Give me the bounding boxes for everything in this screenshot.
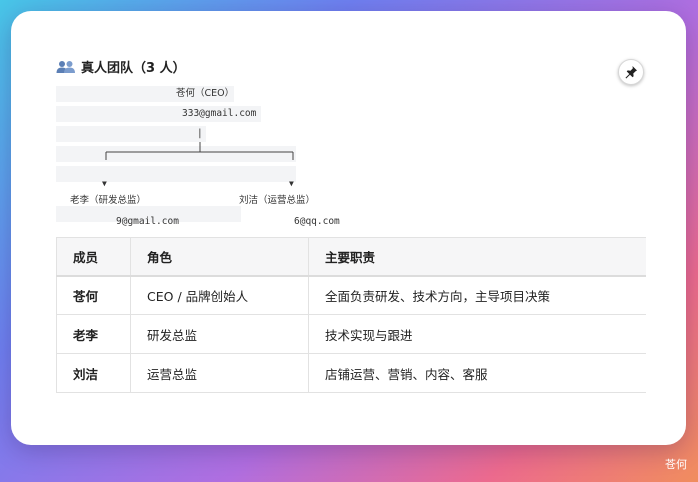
column-header-member: 成员	[56, 237, 131, 277]
org-connector: |	[197, 128, 203, 139]
section-heading: 真人团队（3 人）	[56, 57, 186, 76]
author-watermark: 苍何	[665, 459, 687, 471]
code-line	[56, 86, 234, 102]
section-title: 真人团队（3 人）	[81, 61, 186, 76]
org-root-email: 333@gmail.com	[182, 108, 257, 119]
column-header-duties: 主要职责	[308, 237, 646, 277]
org-branch-lines	[105, 142, 294, 160]
org-right-label: 刘洁（运营总监）	[239, 195, 316, 206]
member-role: 研发总监	[130, 314, 309, 354]
member-duties: 店铺运营、营销、内容、客服	[308, 353, 646, 393]
code-line	[56, 126, 206, 142]
code-line	[56, 206, 241, 222]
org-chart: 苍何（CEO） 333@gmail.com | ▼ ▼ 老李（研发总监） 刘洁（…	[56, 86, 356, 227]
pushpin-icon	[624, 65, 638, 79]
table-header-row: 成员 角色 主要职责	[56, 237, 646, 277]
pin-button[interactable]	[618, 59, 644, 85]
org-left-label: 老李（研发总监）	[70, 195, 147, 206]
column-header-role: 角色	[130, 237, 309, 277]
member-role: 运营总监	[130, 353, 309, 393]
code-line	[56, 166, 296, 182]
org-right-email: 6@qq.com	[294, 216, 340, 227]
member-duties: 全面负责研发、技术方向，主导项目决策	[308, 275, 646, 315]
org-left-email: 9@gmail.com	[116, 216, 179, 227]
table-row: 苍何 CEO / 品牌创始人 全面负责研发、技术方向，主导项目决策	[56, 275, 646, 315]
member-duties: 技术实现与跟进	[308, 314, 646, 354]
code-line	[56, 106, 261, 122]
member-name: 刘洁	[56, 353, 131, 393]
table-row: 刘洁 运营总监 店铺运营、营销、内容、客服	[56, 353, 646, 393]
content-card: 真人团队（3 人） 苍何（CEO） 333@gmail.com | ▼ ▼ 老李…	[11, 11, 686, 445]
org-root-label: 苍何（CEO）	[176, 88, 235, 99]
member-role: CEO / 品牌创始人	[130, 275, 309, 315]
org-arrow-left: ▼	[102, 179, 107, 188]
member-name: 老李	[56, 314, 131, 354]
member-name: 苍何	[56, 275, 131, 315]
people-icon	[56, 60, 76, 74]
table-row: 老李 研发总监 技术实现与跟进	[56, 314, 646, 354]
org-arrow-right: ▼	[289, 179, 294, 188]
team-table: 成员 角色 主要职责 苍何 CEO / 品牌创始人 全面负责研发、技术方向，主导…	[56, 237, 646, 393]
code-line	[56, 146, 296, 162]
